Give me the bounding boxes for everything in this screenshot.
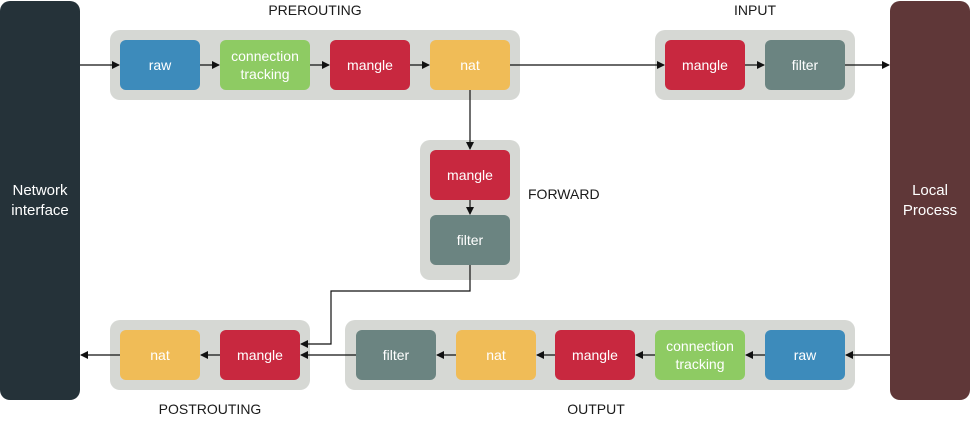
prerouting-mangle-stage: mangle — [330, 40, 410, 90]
network-interface-block: Network interface — [0, 1, 80, 400]
postrouting-title: POSTROUTING — [158, 401, 262, 417]
output-title: OUTPUT — [567, 401, 625, 417]
prerouting-nat-stage: nat — [430, 40, 510, 90]
local-process-block: Local Process — [890, 1, 970, 400]
output-mangle-stage: mangle — [555, 330, 635, 380]
input-mangle-stage: mangle — [665, 40, 745, 90]
forward-filter-stage: filter — [430, 215, 510, 265]
postrouting-nat-stage: nat — [120, 330, 200, 380]
forward-title: FORWARD — [528, 186, 600, 202]
input-filter-stage: filter — [765, 40, 845, 90]
local-process-label: Local Process — [902, 181, 958, 219]
arrow-forward-filter-to-postrouting — [300, 265, 471, 348]
prerouting-raw-stage: raw — [120, 40, 200, 90]
forward-mangle-stage: mangle — [430, 150, 510, 200]
output-conntrack-stage: connection tracking — [655, 330, 745, 380]
prerouting-conntrack-stage: connection tracking — [220, 40, 310, 90]
prerouting-title: PREROUTING — [268, 2, 362, 18]
output-raw-stage: raw — [765, 330, 845, 380]
output-nat-stage: nat — [456, 330, 536, 380]
input-title: INPUT — [734, 2, 776, 18]
network-interface-label: Network interface — [11, 181, 69, 219]
output-filter-stage: filter — [356, 330, 436, 380]
postrouting-mangle-stage: mangle — [220, 330, 300, 380]
